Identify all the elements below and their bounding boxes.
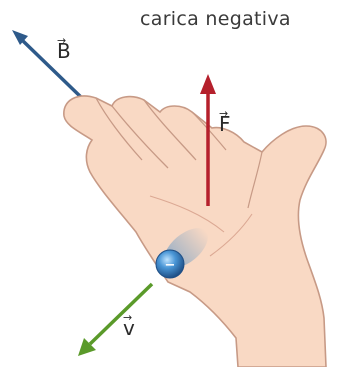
vector-arrow-symbol: → xyxy=(123,312,132,323)
diagram-title: carica negativa xyxy=(140,8,291,30)
vector-arrow-symbol: → xyxy=(219,108,228,119)
f-vector-label: → F xyxy=(219,114,231,134)
b-vector-arrow xyxy=(12,30,84,100)
vector-arrow-symbol: → xyxy=(57,35,66,46)
v-vector-label: → v xyxy=(123,318,135,338)
charge-sign: − xyxy=(165,258,176,273)
b-vector-label: → B xyxy=(57,41,71,61)
v-vector-arrow xyxy=(78,284,152,356)
